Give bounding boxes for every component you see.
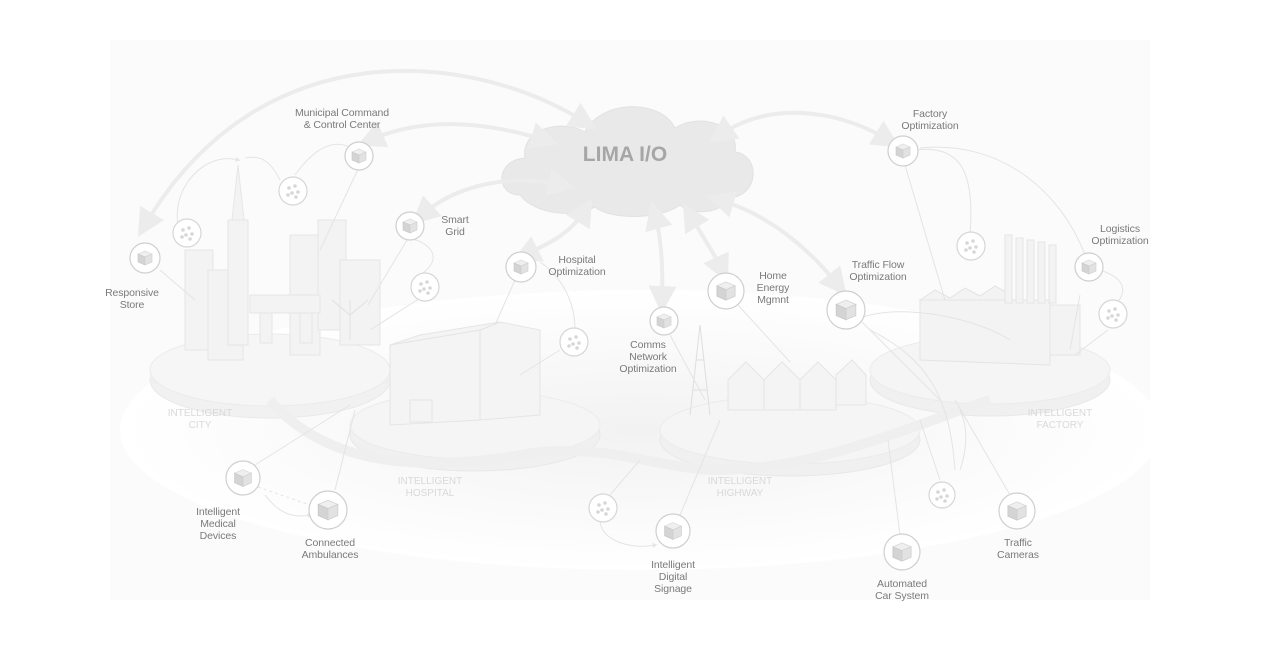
node-ambulances	[308, 490, 348, 530]
highway-buildings	[689, 324, 867, 416]
sensor-factory-2	[1098, 299, 1128, 329]
label-responsive: Responsive Store	[105, 287, 159, 311]
zone-label-city: INTELLIGENT CITY	[167, 408, 233, 431]
node-medical	[225, 460, 261, 496]
sensor-grid	[410, 272, 440, 302]
label-traffic: Traffic Flow Optimization	[849, 259, 907, 283]
cloud-title: LIMA I/O	[582, 143, 668, 166]
node-signage	[655, 513, 691, 549]
node-carsystem	[883, 533, 921, 571]
label-smartgrid: Smart Grid	[441, 214, 469, 238]
factory-building	[918, 234, 1081, 366]
label-signage: Intelligent Digital Signage	[651, 559, 695, 595]
cloud-arcs	[137, 68, 900, 314]
label-comms: Comms Network Optimization	[619, 339, 677, 375]
node-home	[707, 272, 745, 310]
node-responsive	[129, 242, 161, 274]
label-logistics: Logistics Optimization	[1091, 223, 1149, 247]
label-home: Home Energy Mgmnt	[756, 270, 790, 306]
node-logistics	[1074, 252, 1104, 282]
label-medical: Intelligent Medical Devices	[196, 506, 240, 542]
label-factory: Factory Optimization	[901, 108, 959, 132]
road	[266, 395, 992, 476]
node-hospital	[505, 251, 537, 283]
node-factory	[887, 135, 919, 167]
node-comms	[649, 306, 679, 336]
sensor-hospital	[559, 327, 589, 357]
zone-label-highway: INTELLIGENT HIGHWAY	[707, 476, 773, 499]
label-municipal: Municipal Command & Control Center	[294, 107, 389, 131]
sensor-highway-1	[588, 493, 618, 523]
node-municipal	[344, 141, 374, 171]
connector-lines	[159, 143, 1124, 548]
sensor-circles	[172, 176, 1128, 523]
label-carsystem: Automated Car System	[875, 578, 929, 602]
label-ambulances: Connected Ambulances	[301, 537, 359, 561]
sensor-factory-1	[956, 231, 986, 261]
zone-label-factory: INTELLIGENT FACTORY	[1027, 408, 1093, 431]
hospital-building	[389, 321, 541, 426]
sensor-city-2	[278, 176, 308, 206]
sensor-highway-2	[928, 481, 956, 509]
node-cameras	[998, 492, 1036, 530]
node-circles	[129, 135, 1104, 571]
sensor-city-1	[172, 218, 202, 248]
node-smartgrid	[395, 211, 425, 241]
label-cameras: Traffic Cameras	[997, 537, 1039, 561]
zone-label-hospital: INTELLIGENT HOSPITAL	[397, 476, 463, 499]
label-hospital: Hospital Optimization	[548, 254, 606, 278]
node-traffic	[826, 290, 866, 330]
